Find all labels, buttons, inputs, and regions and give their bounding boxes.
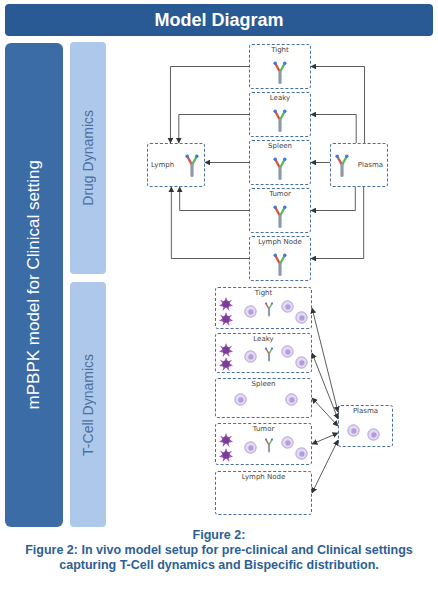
dendritic-cell-icon bbox=[219, 297, 233, 311]
dendritic-cell-icon bbox=[219, 448, 233, 462]
flow-arrow bbox=[312, 398, 338, 426]
compartment-box: Lymph Node bbox=[215, 471, 312, 515]
section-band: T-Cell Dynamics bbox=[70, 282, 106, 527]
node-label: Spleen bbox=[216, 380, 311, 388]
node-label: Tight bbox=[216, 289, 311, 297]
antibody-icon bbox=[335, 154, 348, 175]
node-label: Plasma bbox=[339, 407, 392, 415]
antibody-icon bbox=[273, 157, 286, 178]
figure-caption: Figure 2: In vivo model setup for pre-cl… bbox=[10, 543, 428, 573]
t-cell-icon bbox=[296, 312, 307, 323]
figure-label: Figure 2: bbox=[10, 528, 428, 543]
node-label: T-Cell Dynamics bbox=[80, 354, 96, 456]
t-cell-icon bbox=[368, 429, 379, 440]
t-cell-icon bbox=[245, 306, 256, 317]
t-cell-icon bbox=[245, 351, 256, 362]
node-label: Lymph bbox=[151, 161, 174, 169]
flow-arrow bbox=[312, 308, 338, 412]
compartment-box: Plasma bbox=[338, 405, 393, 447]
compartment-box: Tight bbox=[215, 287, 312, 329]
flow-arrow bbox=[205, 162, 249, 163]
antibody-icon bbox=[273, 205, 286, 226]
model-band: mPBPK model for Clinical setting bbox=[5, 43, 63, 527]
dendritic-cell-icon bbox=[219, 433, 233, 447]
node-label: Tumor bbox=[216, 425, 311, 433]
antibody-icon bbox=[265, 438, 273, 451]
compartment-box: Tumor bbox=[215, 423, 312, 465]
flow-arrow bbox=[311, 162, 330, 163]
compartment-box: Lymph Node bbox=[249, 236, 311, 281]
antibody-icon bbox=[273, 61, 286, 82]
section-band: Drug Dynamics bbox=[70, 42, 106, 274]
compartment-box: Tumor bbox=[249, 188, 311, 233]
flow-arrow bbox=[312, 433, 338, 444]
antibody-icon bbox=[185, 154, 198, 175]
t-cell-icon bbox=[348, 425, 359, 436]
node-label: Lymph Node bbox=[216, 473, 311, 481]
flow-arrow bbox=[311, 67, 365, 144]
flow-arrow bbox=[311, 187, 355, 211]
dendritic-cell-icon bbox=[219, 357, 233, 371]
antibody-icon bbox=[265, 347, 273, 360]
compartment-box: Plasma bbox=[330, 143, 388, 187]
t-cell-icon bbox=[282, 346, 293, 357]
flow-arrow bbox=[171, 187, 249, 259]
flow-arrow bbox=[179, 115, 249, 144]
t-cell-icon bbox=[286, 394, 297, 405]
t-cell-icon bbox=[282, 301, 293, 312]
node-label: Tight bbox=[250, 46, 310, 54]
compartment-box: Lymph bbox=[147, 143, 205, 187]
flow-arrow bbox=[170, 67, 249, 144]
node-label: Leaky bbox=[250, 94, 310, 102]
compartment-box: Leaky bbox=[249, 92, 311, 137]
flow-arrow bbox=[312, 353, 338, 419]
t-cell-icon bbox=[296, 357, 307, 368]
t-cell-icon bbox=[282, 437, 293, 448]
dendritic-cell-icon bbox=[219, 343, 233, 357]
node-label: Tumor bbox=[250, 190, 310, 198]
t-cell-icon bbox=[235, 394, 246, 405]
flow-arrow bbox=[311, 115, 356, 144]
compartment-box: Leaky bbox=[215, 333, 312, 373]
node-label: mPBPK model for Clinical setting bbox=[24, 160, 44, 409]
flow-arrow bbox=[311, 187, 364, 259]
node-label: Plasma bbox=[358, 161, 383, 169]
compartment-box: Spleen bbox=[249, 140, 311, 185]
node-label: Leaky bbox=[216, 335, 311, 343]
flow-arrow bbox=[180, 187, 249, 211]
flow-arrow bbox=[312, 440, 338, 493]
antibody-icon bbox=[273, 109, 286, 130]
node-label: Lymph Node bbox=[250, 238, 310, 246]
compartment-box: Tight bbox=[249, 44, 311, 89]
dendritic-cell-icon bbox=[219, 312, 233, 326]
node-label: Spleen bbox=[250, 142, 310, 150]
antibody-icon bbox=[265, 302, 273, 315]
node-label: Drug Dynamics bbox=[80, 110, 96, 206]
antibody-icon bbox=[273, 253, 286, 274]
t-cell-icon bbox=[296, 448, 307, 459]
compartment-box: Spleen bbox=[215, 378, 312, 418]
t-cell-icon bbox=[245, 442, 256, 453]
title-banner: Model Diagram bbox=[5, 4, 433, 36]
